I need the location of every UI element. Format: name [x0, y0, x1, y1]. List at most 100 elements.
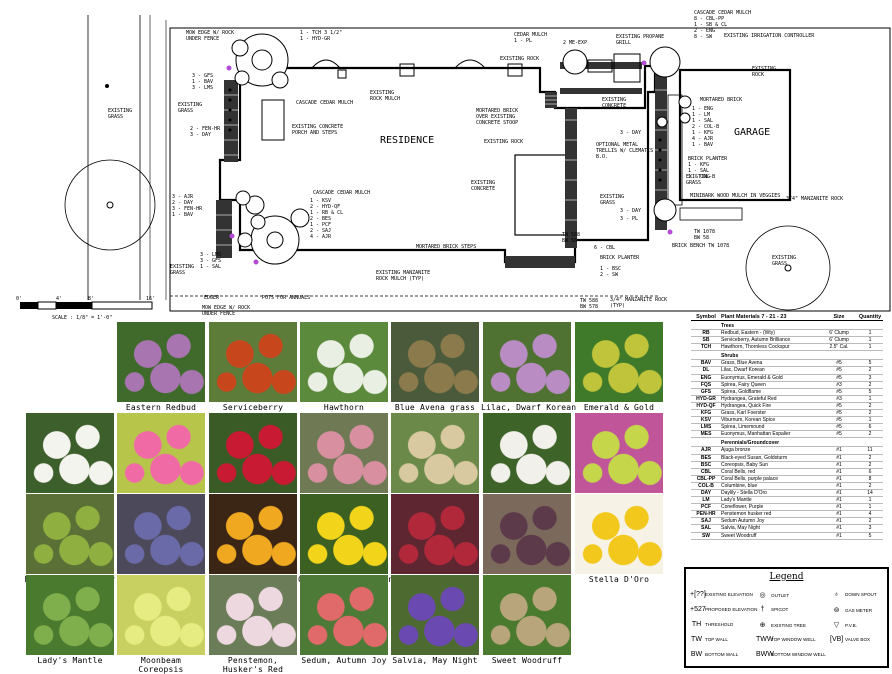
table-cell: #5: [836, 367, 842, 374]
plan-callout: CASCADE CEDAR MULCH 8 - CBL-PP 1 - SB & …: [694, 10, 752, 40]
plan-callout: 3 - GFS 1 - BAV 3 - LMS: [192, 73, 214, 91]
legend-item-label: EXISTING ELEVATION: [705, 592, 753, 597]
plan-callout: 1 - KSV 2 - HYD-QF 1 - RB & CL 2 - BES 1…: [310, 198, 344, 240]
table-cell: 5: [868, 388, 872, 395]
table-cell: Salvia, May Night: [721, 525, 760, 532]
site-plan-drawing: [20, 15, 891, 312]
table-cell: SAJ: [701, 518, 711, 525]
plan-callout: CASCADE CEDAR MULCH: [313, 190, 371, 196]
table-cell: #5: [836, 402, 842, 409]
valve-box-icon: [VB]: [830, 636, 844, 643]
plan-callout: 1 - TCH 3 1/2" 1 - HYD-GR: [300, 30, 343, 42]
scale-tick: 8': [88, 296, 95, 302]
legend-item: ▽P.V.B.: [830, 621, 857, 629]
plan-callout: BRICK BENCH TW 1078: [672, 243, 730, 249]
plant-photo: [209, 494, 297, 574]
table-cell: CBL: [700, 468, 712, 475]
table-cell: LM: [702, 497, 710, 504]
table-cell: Viburnum, Korean Spice: [721, 417, 776, 424]
legend-item-label: THRESHOLD: [705, 622, 734, 627]
table-cell: BAV: [700, 360, 712, 367]
plan-callout: EXISTING GRASS: [170, 264, 195, 276]
plan-callout: EXISTING GRASS: [108, 108, 133, 120]
plan-callout: EXISTING GRASS: [600, 194, 625, 206]
table-cell: #5: [836, 431, 842, 438]
table-cell: RB: [702, 330, 710, 337]
plan-callout: 3 - LMS 3 - GFS 1 - SAL: [200, 252, 222, 270]
plant-photo: [209, 413, 297, 493]
plant-photo: [26, 494, 114, 574]
table-cell: #1: [836, 504, 842, 511]
table-cell: Hydrangea, Grateful Red: [721, 395, 777, 402]
column-header: Size: [833, 314, 845, 320]
plan-callout: CEDAR MULCH 1 - PL: [514, 32, 548, 44]
plant-photo-caption: Moonbeam Coreopsis: [138, 656, 184, 674]
plan-callout: 2 ME-EXP: [563, 40, 588, 46]
existing-tree-canopy: [745, 225, 831, 311]
plan-callout: EXISTING ROCK: [484, 139, 524, 145]
table-cell: #5: [836, 374, 842, 381]
legend-item-label: SPIGOT: [771, 607, 789, 612]
table-cell: 11: [867, 447, 873, 454]
table-cell: Coneflower, Purple: [721, 504, 764, 511]
table-cell: Serviceberry, Autumn Brilliance: [721, 337, 791, 344]
table-cell: BES: [700, 454, 712, 461]
table-cell: #1: [836, 475, 842, 482]
plant-photo-caption: Penstemon, Husker's Red: [222, 656, 284, 674]
table-cell: #1: [836, 497, 842, 504]
table-cell: Grass, Karl Foerster: [721, 410, 767, 417]
plant-photo-caption: Eastern Redbud: [125, 403, 197, 412]
table-cell: 2: [868, 461, 872, 468]
table-cell: PEN-HR: [696, 511, 716, 518]
pot-markers: [226, 60, 673, 265]
scale-label: SCALE : 1/8" = 1'-0": [52, 315, 113, 321]
plant-photo-caption: Serviceberry: [222, 403, 284, 412]
plan-callout: MOW EDGE W/ ROCK UNDER FENCE: [186, 30, 235, 42]
table-cell: Coreopsis, Baby Sun: [721, 461, 768, 468]
plan-callout: 3 - DAY: [620, 130, 642, 136]
down-spout-icon: ♁: [833, 591, 840, 598]
plant-photo: [391, 322, 479, 402]
plant-photo-caption: Salvia, May Night: [392, 656, 478, 665]
scale-tick: 4': [56, 296, 63, 302]
plan-callout: MOW EDGE W/ ROCK UNDER FENCE: [202, 305, 251, 317]
plan-callout: EXISTING IRRIGATION CONTROLLER: [724, 33, 815, 39]
plan-callout: MORTARED BRICK OVER EXISTING CONCRETE ST…: [476, 108, 519, 126]
plant-photo: [117, 322, 205, 402]
scale-tick: 0': [16, 296, 23, 302]
table-cell: Ajuga bronze: [721, 447, 751, 454]
plan-callout: TW 588 BW 58: [562, 232, 581, 244]
table-cell: 6: [868, 468, 872, 475]
gas-meter-icon: ⊚: [833, 607, 840, 614]
plan-callout: EXISTING ROCK: [500, 56, 540, 62]
legend-item-label: VALVE BOX: [845, 637, 871, 642]
plant-photo: [391, 413, 479, 493]
table-cell: #5: [836, 417, 842, 424]
table-cell: PCF: [701, 504, 711, 511]
column-header: Plant Materials 7 - 21 - 23: [721, 314, 787, 320]
table-cell: 6: [868, 424, 872, 431]
plant-photo-caption: Stella D'Oro: [588, 575, 650, 584]
plan-callout: EDGER: [204, 295, 220, 301]
table-cell: BSC: [700, 461, 712, 468]
table-cell: Hawthorn, Thornless Cockspur: [721, 344, 790, 351]
plant-photo-caption: Blue Avena grass: [394, 403, 476, 412]
table-cell: #1: [836, 461, 842, 468]
table-cell: MES: [700, 431, 712, 438]
table-cell: #1: [836, 511, 842, 518]
legend-title: Legend: [769, 572, 804, 582]
plant-materials-table: Symbol Plant Materials 7 - 21 - 23 Size …: [691, 314, 883, 540]
residence-label: RESIDENCE: [380, 135, 435, 146]
plant-photo: [209, 322, 297, 402]
